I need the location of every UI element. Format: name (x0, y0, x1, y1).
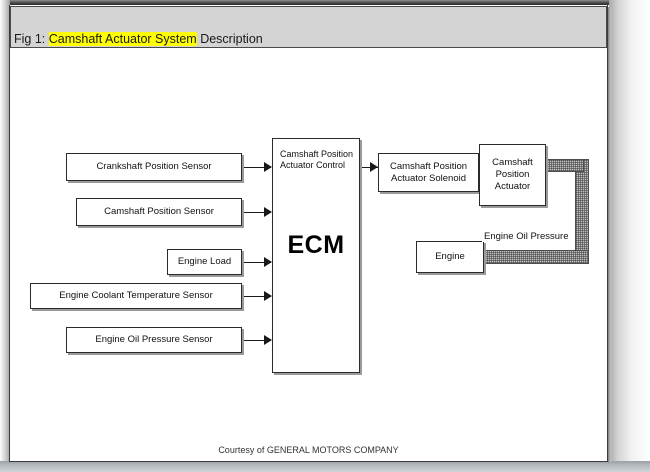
connector-crankshaft-position-sensor (242, 167, 271, 168)
output-box-camshaft-position-actuator[interactable]: Camshaft Position Actuator (479, 144, 546, 206)
input-box-crankshaft-position-sensor[interactable]: Crankshaft Position Sensor (66, 153, 242, 181)
input-label: Engine Coolant Temperature Sensor (59, 290, 213, 301)
figure-title: Fig 1: Camshaft Actuator System Descript… (14, 32, 263, 46)
figure-title-prefix: Fig 1: (14, 32, 49, 46)
arrowhead-camshaft-position-sensor (264, 207, 272, 217)
arrowhead-ecm-to-solenoid (370, 162, 378, 172)
page-drop-shadow (608, 7, 611, 463)
input-box-camshaft-position-sensor[interactable]: Camshaft Position Sensor (76, 198, 242, 226)
output-label: Camshaft Position Actuator Solenoid (389, 160, 468, 184)
connector-engine-coolant-temperature-sensor (242, 296, 271, 297)
arrowhead-crankshaft-position-sensor (264, 162, 272, 172)
output-label: Camshaft Position Actuator (492, 157, 533, 192)
arrowhead-engine-load (264, 257, 272, 267)
input-box-engine-oil-pressure-sensor[interactable]: Engine Oil Pressure Sensor (66, 327, 242, 353)
input-label: Crankshaft Position Sensor (96, 161, 212, 172)
background-left-gradient (0, 0, 10, 472)
diagram-canvas: Crankshaft Position Sensor Camshaft Posi… (10, 49, 607, 461)
figure-title-highlight: Camshaft Actuator System (48, 32, 197, 46)
input-label: Engine Load (177, 256, 232, 267)
arrowhead-engine-coolant-temperature-sensor (264, 291, 272, 301)
ecm-title: ECM (287, 231, 345, 259)
connector-camshaft-position-sensor (242, 212, 271, 213)
connector-engine-load (242, 262, 271, 263)
figure-credit: Courtesy of GENERAL MOTORS COMPANY (218, 445, 399, 455)
oil-pipe-vertical (575, 159, 589, 264)
ecm-output-signal-label: Camshaft Position Actuator Control (280, 149, 354, 170)
source-box-engine[interactable]: Engine (416, 241, 484, 273)
input-box-engine-coolant-temperature-sensor[interactable]: Engine Coolant Temperature Sensor (30, 283, 242, 309)
input-label: Camshaft Position Sensor (104, 206, 214, 217)
background-right-gradient (609, 0, 650, 472)
arrowhead-engine-oil-pressure-sensor (264, 335, 272, 345)
output-box-camshaft-position-actuator-solenoid[interactable]: Camshaft Position Actuator Solenoid (378, 153, 479, 192)
figure-title-suffix: Description (196, 32, 263, 46)
oil-pressure-label: Engine Oil Pressure (482, 231, 571, 242)
input-box-engine-load[interactable]: Engine Load (167, 249, 242, 275)
background-bottom-bar (0, 461, 650, 472)
oil-pipe-horizontal (470, 250, 589, 264)
ecm-block[interactable]: Camshaft Position Actuator Control ECM (272, 138, 360, 373)
source-label: Engine (435, 251, 465, 262)
oil-pipe-actuator-stub (540, 159, 584, 172)
input-label: Engine Oil Pressure Sensor (95, 334, 213, 345)
window-top-edge (0, 0, 650, 5)
connector-engine-oil-pressure-sensor (242, 340, 271, 341)
